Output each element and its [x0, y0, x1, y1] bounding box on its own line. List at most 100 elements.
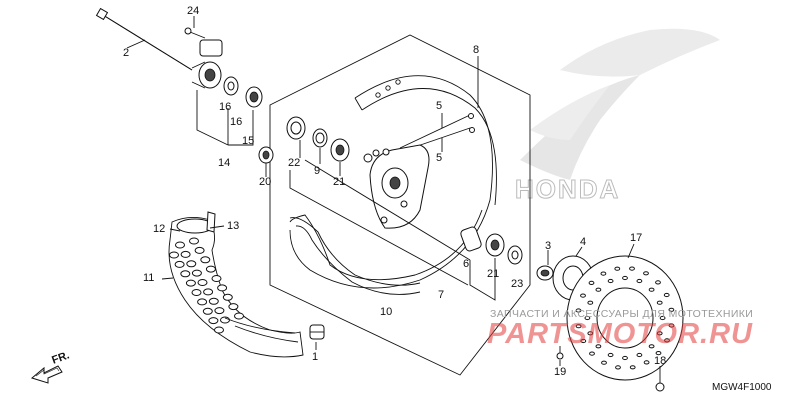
tire-knob: [220, 316, 230, 324]
disc-hole: [629, 266, 635, 271]
disc-bolt: [655, 378, 665, 392]
callout-18: 18: [654, 355, 667, 367]
tire-knob: [185, 279, 196, 287]
tire-knob: [174, 260, 185, 268]
callout-21b: 21: [487, 268, 500, 280]
callout-13: 13: [227, 220, 240, 232]
disc-hole: [656, 331, 663, 336]
disc-hole: [588, 280, 595, 285]
callout-4: 4: [580, 236, 587, 248]
callout-11: 11: [143, 272, 155, 284]
callout-14: 14: [218, 157, 231, 169]
tire-knob: [228, 303, 239, 311]
tire-knob: [194, 246, 205, 254]
leader-14-group: [196, 90, 254, 146]
side-collar: [245, 86, 263, 108]
disc-hole: [595, 287, 602, 292]
bearing-21-right: [485, 233, 505, 257]
disc-hole: [607, 352, 614, 358]
callout-3: 3: [545, 240, 552, 252]
axle-collar: [191, 61, 222, 89]
tire-knob: [191, 289, 202, 296]
disc-hole: [587, 331, 594, 336]
callout-17: 17: [630, 232, 643, 244]
honda-wing-watermark: [520, 28, 720, 180]
diagram-code: MGW4F1000: [712, 382, 772, 393]
disc-hole: [580, 338, 587, 344]
nut-20: [258, 146, 274, 164]
tire-knob: [186, 260, 197, 268]
tire-knob: [197, 279, 208, 286]
tire-knob: [203, 288, 214, 296]
watermark-site-tagline: ЗАПЧАСТИ И АКСЕССУАРЫ ДЛЯ МОТОТЕХНИКИ: [490, 308, 754, 320]
disc-hole: [659, 315, 666, 321]
disc-hole: [668, 307, 675, 312]
valve: [309, 324, 325, 340]
disc-hole: [601, 360, 607, 365]
callout-1: 1: [312, 351, 319, 363]
disc-hole: [575, 324, 582, 329]
collar-3: [536, 265, 554, 281]
tire-knob: [200, 256, 211, 264]
tire-knob: [175, 241, 185, 249]
tire: [168, 211, 304, 358]
disc-hole: [656, 300, 663, 305]
watermark-site-name: PARTSMOTOR.RU: [487, 318, 753, 350]
circlip-9: [312, 128, 328, 148]
disc-hole: [629, 365, 636, 370]
distance-collar: [460, 226, 482, 252]
disc-hole: [648, 287, 655, 292]
callout-12: 12: [153, 223, 166, 235]
callout-23: 23: [511, 278, 524, 290]
disc-hole: [664, 338, 670, 343]
dust-seal-22: [286, 116, 306, 140]
callout-5a: 5: [436, 100, 443, 112]
disc-hole: [648, 344, 655, 349]
dust-seal-23: [507, 245, 523, 265]
tire-knob: [191, 269, 202, 277]
disc-hole: [636, 278, 643, 284]
disc-hole: [655, 280, 661, 285]
disc-hole: [615, 365, 621, 370]
tire-knob: [189, 237, 199, 245]
disc-hole: [636, 352, 643, 358]
disc-hole: [595, 344, 602, 349]
disc-hole: [668, 323, 675, 328]
tire-knob: [180, 250, 191, 258]
dust-seal: [223, 76, 239, 96]
callout-24: 24: [187, 5, 200, 17]
tire-knob: [202, 307, 213, 315]
disc-hole: [607, 278, 614, 284]
callout-7: 7: [438, 289, 445, 301]
callout-16b: 16: [230, 116, 243, 128]
brake-disc: [566, 255, 684, 381]
leader-lines-hub: [289, 159, 496, 301]
callout-leaders: [126, 16, 661, 378]
disc-hole: [622, 275, 628, 281]
disc-hole: [587, 300, 594, 305]
disc-hole: [622, 355, 628, 361]
tire-knob: [222, 293, 233, 301]
callout-5b: 5: [436, 152, 443, 164]
disc-hole: [589, 351, 595, 356]
flange-bolt: [556, 346, 564, 360]
tire-knob: [169, 251, 179, 259]
hub: [363, 144, 430, 229]
callout-9: 9: [314, 165, 321, 177]
callout-15: 15: [242, 135, 255, 147]
tire-knob: [208, 297, 219, 305]
callout-10: 10: [380, 306, 393, 318]
axle-pinch-bolt: [184, 27, 223, 57]
tire-knob: [205, 265, 216, 273]
callout-20: 20: [259, 176, 272, 188]
disc-hole: [614, 266, 621, 271]
disc-hole: [600, 271, 607, 276]
tire-knob: [211, 275, 222, 282]
callout-19: 19: [554, 366, 567, 378]
callout-16a: 16: [219, 101, 232, 113]
disc-hole: [580, 293, 586, 298]
front-axle: [95, 7, 193, 71]
bearing-21-left: [330, 138, 350, 162]
